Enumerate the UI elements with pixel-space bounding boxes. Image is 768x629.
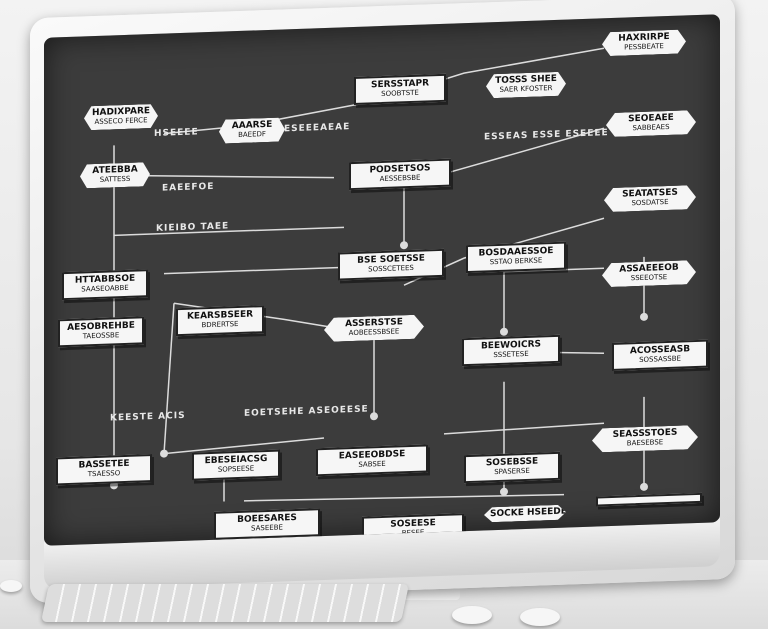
flow-node: AESOBREHBE TAEOSSBE [58, 316, 144, 348]
node-subtitle: SASEEBE [251, 523, 283, 533]
flow-node: EBESEIACSG SOPSEESE [192, 449, 280, 481]
node-subtitle [604, 498, 694, 501]
keyboard [40, 584, 410, 622]
mouse [520, 608, 560, 626]
flow-node: SOCKE HSEEDE [484, 505, 566, 523]
flow-node: ASSERSTSE AOBEESSBSEE [324, 315, 424, 342]
node-subtitle: SABBEAES [632, 122, 670, 133]
flow-node: SEASSSTOES BAESEBSE [592, 425, 698, 453]
connector-label: HSEEEE [154, 127, 199, 139]
connector-label: EAEEFOE [162, 181, 215, 194]
node-subtitle: TSAESSO [87, 469, 121, 479]
node-subtitle: AOBEESSBSEE [348, 327, 400, 338]
flow-node: PODSETSOS AESSEBSBE [349, 158, 451, 191]
flow-node: BOEESARES SASEEBE [214, 508, 320, 540]
flow-node: SEOEAEE SABBEAES [606, 110, 696, 137]
flow-node: BSE SOETSSE SOSSCETEES [338, 248, 444, 281]
node-subtitle: BAEEDF [238, 130, 266, 140]
monitor-screen: HADIXPARE ASSECO FERCE AAARSE BAEEDF SER… [44, 14, 720, 546]
flow-node: SERSSTAPR SOOBTSTE [354, 73, 446, 105]
flow-node: AAARSE BAEEDF [219, 117, 285, 143]
flow-node: EASEEOBDSE SABSEE [316, 444, 428, 477]
node-subtitle: ASSECO FERCE [94, 116, 148, 127]
node-subtitle: SAER KFOSTER [499, 84, 553, 94]
node-subtitle: SPASERSE [494, 466, 530, 477]
flow-node: ACOSSEASB SOSSASSBE [612, 339, 708, 371]
flow-node: TOSSS SHEE SAER KFOSTER [486, 72, 566, 99]
node-title [604, 498, 694, 501]
flow-node: HAXRIRPE PESSBEATE [602, 29, 686, 56]
flow-node: BEEWOICRS SSSETESE [462, 334, 560, 367]
node-title: SOCKE HSEEDE [490, 506, 566, 520]
flow-node: ATEEBBA SATTESS [80, 162, 150, 188]
flow-node: HTTABBSOE SAASEOABBE [62, 269, 148, 301]
node-subtitle: SAASEOABBE [81, 283, 129, 294]
flow-node: BASSETEE TSAESSO [56, 454, 152, 486]
flow-node: SEATATSES SOSDATSE [604, 185, 696, 212]
flow-node: KEARSBSEER BDRERTSE [176, 305, 264, 337]
flow-node: SOSEBSSE SPASERSE [464, 451, 560, 484]
flow-node: HADIXPARE ASSECO FERCE [84, 104, 158, 131]
mouse [0, 580, 22, 592]
flow-node: BOSDAAESSOE SSTAO BERKSE [466, 241, 566, 274]
flow-node: ASSAEEEOB SSEEOTSE [602, 260, 696, 287]
flowchart-connectors [110, 47, 648, 502]
mouse [452, 606, 492, 624]
